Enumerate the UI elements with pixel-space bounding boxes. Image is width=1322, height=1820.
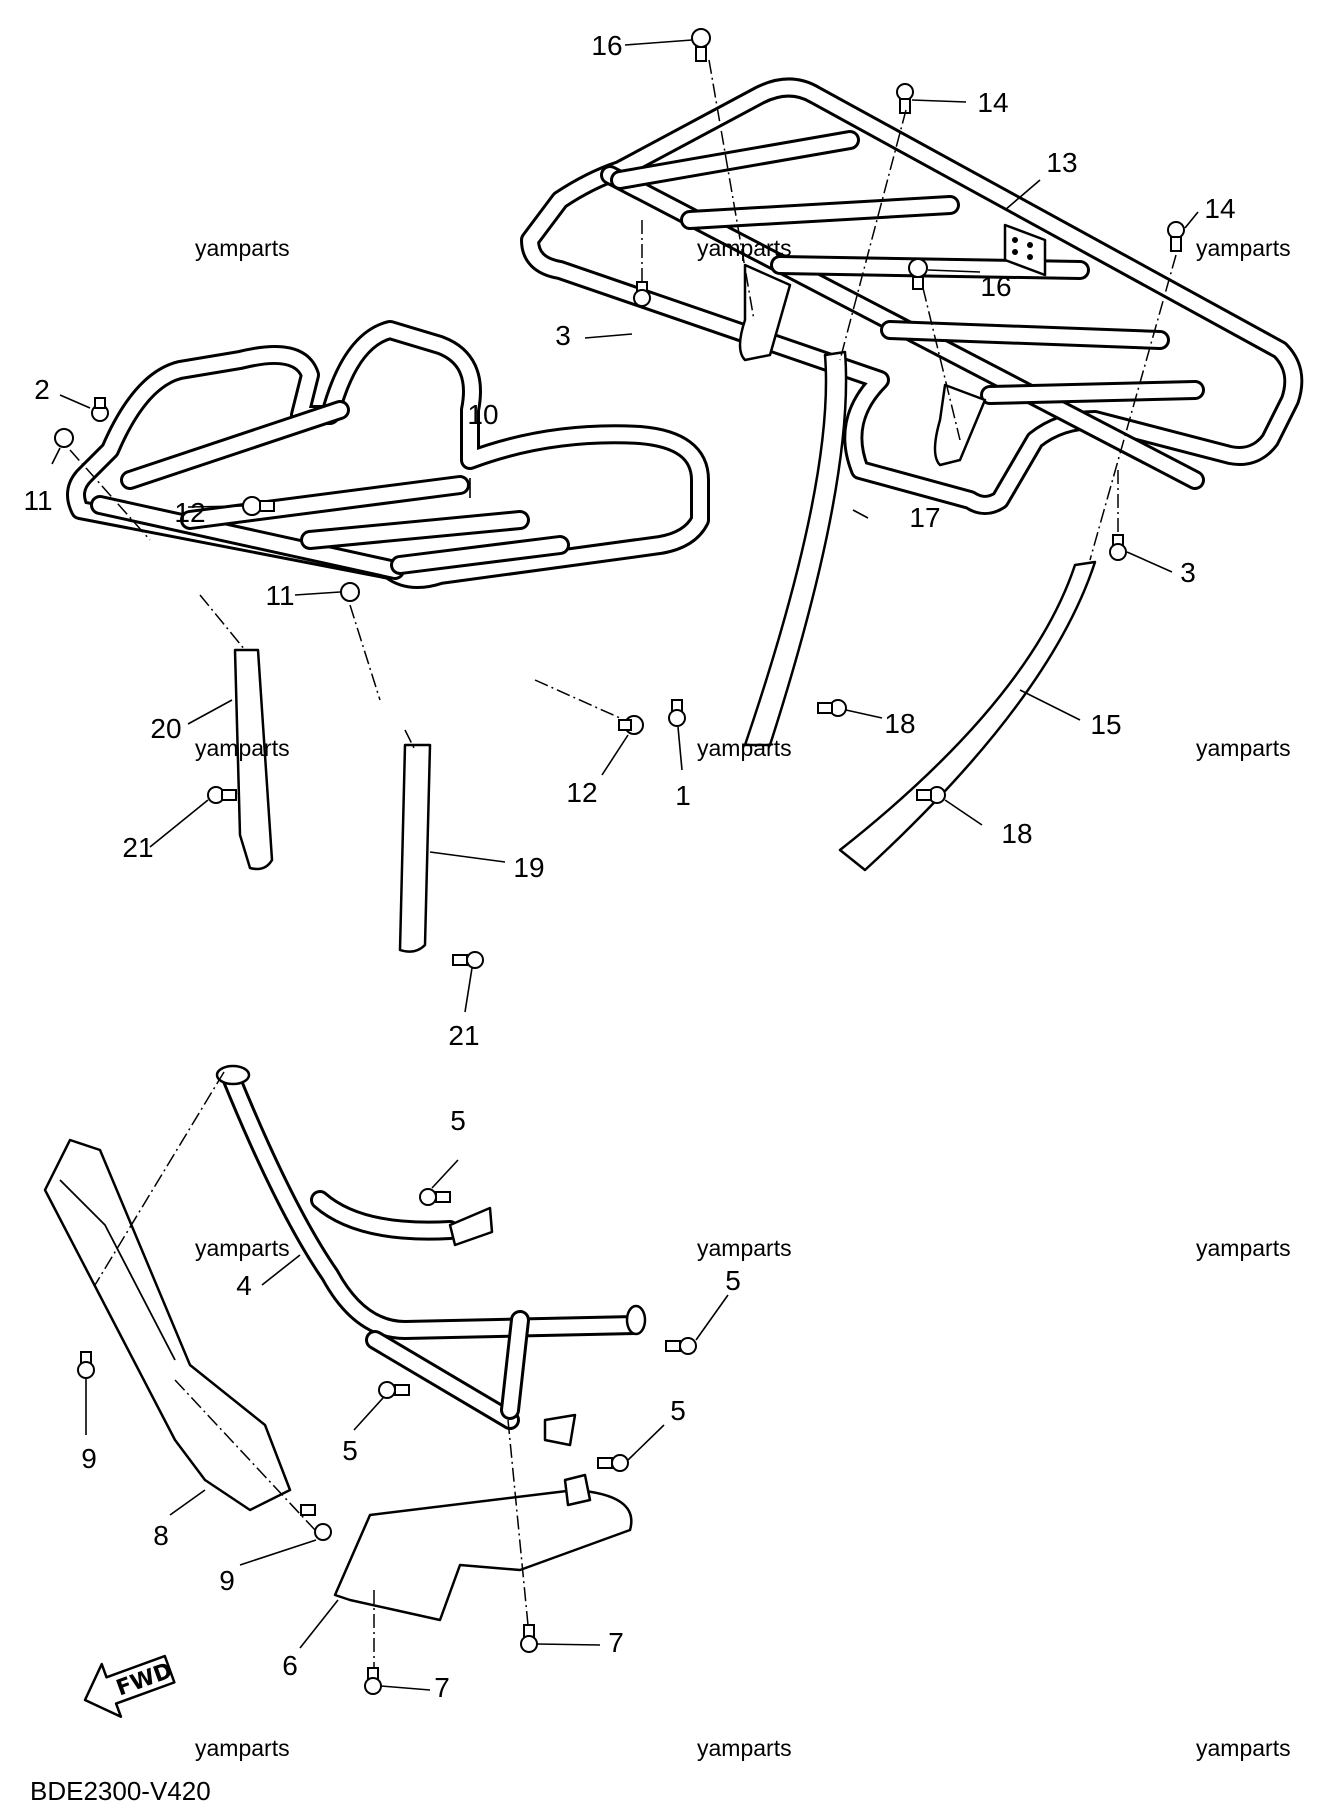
diagram-code: BDE2300-V420: [30, 1776, 211, 1806]
callout-21-bottom: 21: [448, 1020, 479, 1051]
callout-10: 10: [467, 399, 498, 430]
callout-12-left: 12: [174, 497, 205, 528]
bolt-7-bottom: [364, 1667, 382, 1695]
callout-15: 15: [1090, 709, 1121, 740]
callout-18-bottom: 18: [1001, 818, 1032, 849]
watermark: yamparts: [1196, 1735, 1291, 1761]
watermark: yamparts: [697, 1235, 792, 1261]
callout-11-left: 11: [23, 485, 52, 516]
callout-17: 17: [909, 502, 940, 533]
callout-3-right: 3: [1180, 557, 1196, 588]
stay-17: [743, 350, 848, 747]
bolt-1: [668, 699, 686, 727]
bolt-14-right: [1167, 221, 1185, 252]
watermarks: yamparts yamparts yamparts yamparts yamp…: [195, 235, 1291, 1761]
stay-19: [398, 743, 432, 953]
watermark: yamparts: [195, 235, 290, 261]
watermark: yamparts: [195, 1735, 290, 1761]
bolt-5-top: [419, 1188, 451, 1206]
bolts: [54, 28, 1185, 1695]
bolt-9-top: [77, 1351, 95, 1379]
watermark: yamparts: [697, 235, 792, 261]
watermark: yamparts: [1196, 1235, 1291, 1261]
callout-19: 19: [513, 852, 544, 883]
bolt-16-mid: [908, 258, 928, 290]
callout-7-mid: 7: [608, 1627, 624, 1658]
callout-20: 20: [150, 713, 181, 744]
bolt-7-mid: [520, 1624, 538, 1653]
alignment-lines: [69, 59, 1177, 1668]
callout-16-top: 16: [591, 30, 622, 61]
bolt-5-left: [378, 1381, 410, 1399]
watermark: yamparts: [1196, 235, 1291, 261]
watermark: yamparts: [195, 735, 290, 761]
callout-12-right: 12: [566, 777, 597, 808]
front-carrier-10: [66, 320, 710, 589]
callout-3-left: 3: [555, 320, 571, 351]
callout-5-left: 5: [342, 1435, 358, 1466]
bolt-16-top: [691, 28, 711, 62]
callout-5-right-top: 5: [725, 1265, 741, 1296]
bolt-11-left: [54, 428, 74, 448]
callout-16-mid: 16: [980, 271, 1011, 302]
callout-14-right: 14: [1204, 193, 1235, 224]
bolt-11-mid: [340, 582, 360, 602]
bolt-21-bottom: [452, 951, 484, 969]
stay-20: [233, 648, 274, 871]
bolt-21-left: [207, 786, 237, 804]
bolt-9-bottom: [300, 1504, 332, 1541]
bolt-12-left: [242, 496, 275, 516]
fwd-arrow-icon: FWD: [83, 1654, 176, 1718]
callout-4: 4: [236, 1270, 252, 1301]
bolt-3-left: [633, 281, 651, 307]
watermark: yamparts: [697, 1735, 792, 1761]
leader-lines: [51, 39, 1199, 1691]
bolt-5-right-bottom: [597, 1454, 629, 1472]
callout-7-bottom: 7: [434, 1672, 450, 1703]
callout-11-mid: 11: [265, 580, 294, 611]
bolt-14-top: [896, 83, 914, 114]
watermark: yamparts: [1196, 735, 1291, 761]
callout-9-top: 9: [81, 1443, 97, 1474]
bolt-3-right: [1109, 534, 1127, 561]
callout-6: 6: [282, 1650, 298, 1681]
callout-8: 8: [153, 1520, 169, 1551]
step-cover-6: [333, 1473, 633, 1622]
front-guard-4: [215, 1064, 647, 1447]
callout-9-bottom: 9: [219, 1565, 235, 1596]
callout-21-left: 21: [122, 832, 153, 863]
bolt-12-right: [618, 715, 644, 735]
callout-2: 2: [34, 374, 50, 405]
callout-5-right-bottom: 5: [670, 1395, 686, 1426]
watermark: yamparts: [195, 1235, 290, 1261]
callout-14-top: 14: [977, 87, 1008, 118]
callout-13: 13: [1046, 147, 1077, 178]
watermark: yamparts: [697, 735, 792, 761]
callout-18-top: 18: [884, 708, 915, 739]
bolt-5-right-top: [665, 1337, 697, 1355]
side-cover-8: [43, 1138, 292, 1512]
callout-labels: 1 2 3 3 4 5 5 5 5 6 7 7 8 9 9 10 11 11 1…: [23, 30, 1235, 1703]
bolt-18-bottom: [916, 786, 946, 804]
callout-1: 1: [675, 780, 691, 811]
bolt-2: [91, 397, 109, 422]
stay-15: [838, 560, 1097, 872]
bolt-18-top: [817, 699, 847, 717]
rear-carrier-13: [520, 77, 1304, 515]
callout-5-top: 5: [450, 1105, 466, 1136]
